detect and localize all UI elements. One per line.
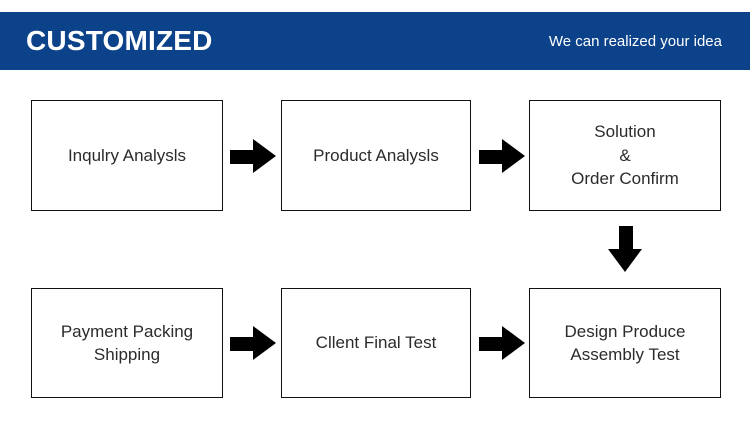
- flow-node-label: Solution & Order Confirm: [571, 122, 679, 189]
- arrow-right-icon: [230, 139, 276, 173]
- arrow-head: [502, 139, 525, 173]
- flow-node-design-produce-assembly-test: Design Produce Assembly Test: [529, 288, 721, 398]
- arrow-right-icon: [479, 326, 525, 360]
- flow-node-product-analysis: Product Analysls: [281, 100, 471, 211]
- arrow-right-icon: [479, 139, 525, 173]
- flow-node-label: Cllent Final Test: [315, 333, 437, 353]
- arrow-head: [253, 139, 276, 173]
- flow-node-solution-order-confirm: Solution & Order Confirm: [529, 100, 721, 211]
- flow-node-client-final-test: Cllent Final Test: [281, 288, 471, 398]
- arrow-shaft: [230, 337, 256, 351]
- arrow-shaft: [230, 150, 256, 164]
- arrow-down-icon: [608, 226, 642, 272]
- flow-node-label: Design Produce Assembly Test: [564, 321, 686, 364]
- flow-node-inquiry-analysis: Inqulry Analysls: [31, 100, 223, 211]
- arrow-shaft: [479, 150, 505, 164]
- arrow-right-icon: [230, 326, 276, 360]
- flow-node-label: Product Analysls: [313, 145, 439, 165]
- arrow-head: [502, 326, 525, 360]
- flow-node-label: Payment Packing Shipping: [60, 321, 194, 364]
- arrow-head: [608, 249, 642, 272]
- header-tagline: We can realized your idea: [548, 32, 722, 50]
- arrow-head: [253, 326, 276, 360]
- flow-node-label: Inqulry Analysls: [67, 145, 187, 165]
- header-banner: CUSTOMIZED We can realized your idea: [0, 12, 750, 70]
- page-title: CUSTOMIZED: [26, 25, 213, 56]
- flow-node-payment-packing-shipping: Payment Packing Shipping: [31, 288, 223, 398]
- arrow-shaft: [619, 226, 633, 252]
- arrow-shaft: [479, 337, 505, 351]
